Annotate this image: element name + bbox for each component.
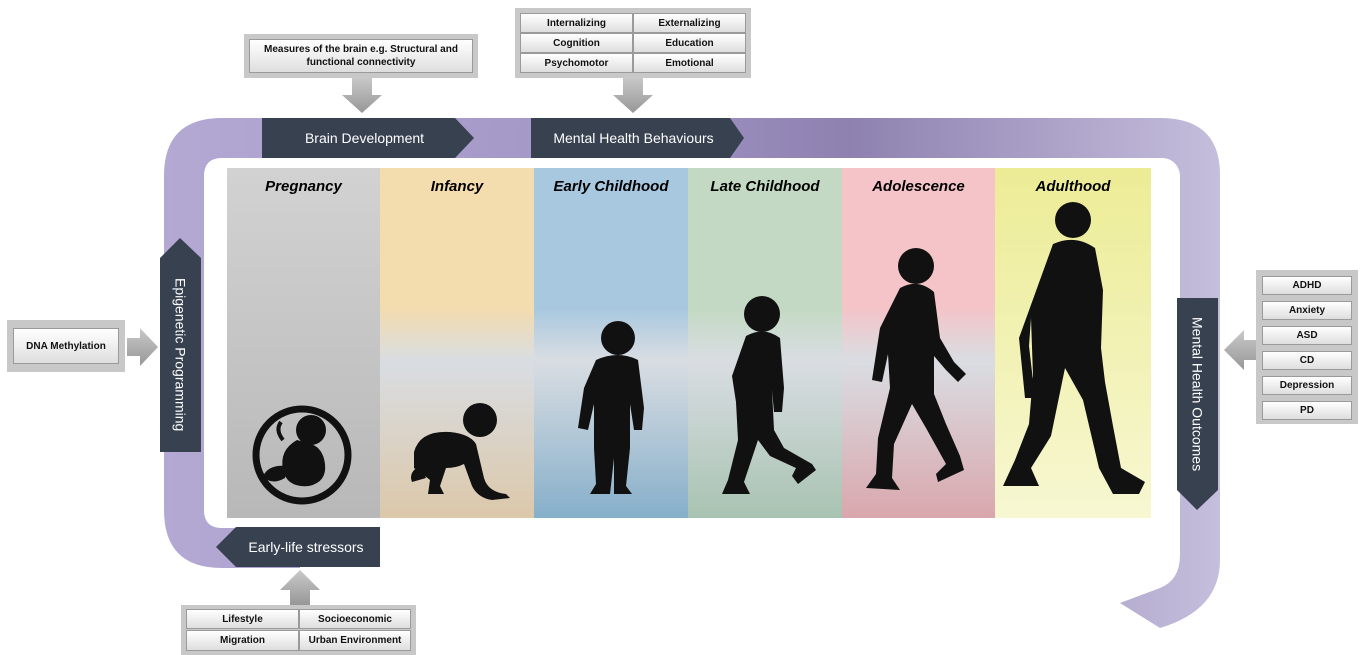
epigenetic-programming-label: Epigenetic Programming <box>172 278 189 432</box>
stressor-socioeconomic: Socioeconomic <box>299 609 411 629</box>
stage-panel-infancy: Infancy <box>380 168 534 518</box>
behaviour-emotional: Emotional <box>633 53 746 73</box>
toddler-icon <box>578 321 644 494</box>
outcome-pd: PD <box>1262 401 1352 420</box>
outcome-depression: Depression <box>1262 376 1352 395</box>
stage-title-adolescence: Adolescence <box>872 178 965 195</box>
early-life-stressors-shape <box>216 527 380 567</box>
stage-panel-pregnancy: Pregnancy <box>227 168 380 518</box>
behaviour-education: Education <box>633 33 746 53</box>
crawling-baby-icon <box>411 403 510 500</box>
stage-panel-adulthood: Adulthood <box>995 168 1151 518</box>
stage-panel-adolescence: Adolescence <box>842 168 995 518</box>
stressor-migration: Migration <box>186 630 299 651</box>
dna-methylation-arrow <box>127 328 158 366</box>
stage-title-adulthood: Adulthood <box>1035 178 1111 195</box>
outcome-adhd: ADHD <box>1262 276 1352 295</box>
epigenetic-programming-shape <box>160 238 201 452</box>
walking-teen-icon <box>866 248 966 490</box>
mental-health-behaviours-shape <box>531 118 744 158</box>
walking-child-icon <box>722 296 816 494</box>
behaviours-arrow <box>613 77 653 113</box>
outcome-cd: CD <box>1262 351 1352 370</box>
stressors-arrow <box>280 570 320 605</box>
mental-health-outcomes-shape <box>1177 298 1218 510</box>
mental-health-behaviours-label: Mental Health Behaviours <box>553 130 714 146</box>
outcome-asd: ASD <box>1262 326 1352 345</box>
behaviour-psychomotor: Psychomotor <box>520 53 633 73</box>
behaviour-internalizing: Internalizing <box>520 13 633 33</box>
stressor-urban-environment: Urban Environment <box>299 630 411 651</box>
brain-measures-box: Measures of the brain e.g. Structural an… <box>244 34 478 78</box>
mental-health-outcomes-label: Mental Health Outcomes <box>1189 316 1206 472</box>
outcome-anxiety: Anxiety <box>1262 301 1352 320</box>
brain-measures-text: Measures of the brain e.g. Structural an… <box>249 39 473 73</box>
brain-development-label: Brain Development <box>304 130 425 146</box>
brain-development-shape <box>262 118 474 158</box>
stage-title-late-childhood: Late Childhood <box>710 178 820 195</box>
stage-title-pregnancy: Pregnancy <box>265 178 342 195</box>
stage-panel-early-childhood: Early Childhood <box>534 168 688 518</box>
brain-measures-arrow <box>342 77 382 113</box>
fetus-icon <box>252 405 352 505</box>
outcomes-box: ADHD Anxiety ASD CD Depression PD <box>1256 270 1358 424</box>
walking-adult-icon <box>1003 202 1145 494</box>
stage-title-infancy: Infancy <box>430 178 484 195</box>
outcomes-arrow <box>1224 330 1258 370</box>
dna-methylation-item: DNA Methylation <box>13 328 119 364</box>
stage-title-early-childhood: Early Childhood <box>553 178 669 195</box>
stage-panel-late-childhood: Late Childhood <box>688 168 842 518</box>
stressor-lifestyle: Lifestyle <box>186 609 299 629</box>
behaviour-cognition: Cognition <box>520 33 633 53</box>
behaviour-externalizing: Externalizing <box>633 13 746 33</box>
early-life-stressors-label: Early-life stressors <box>248 539 364 555</box>
epigenetics-box: DNA Methylation <box>7 320 125 372</box>
stressors-box: Lifestyle Socioeconomic Migration Urban … <box>181 605 416 655</box>
behaviours-box: Internalizing Externalizing Cognition Ed… <box>515 8 751 78</box>
